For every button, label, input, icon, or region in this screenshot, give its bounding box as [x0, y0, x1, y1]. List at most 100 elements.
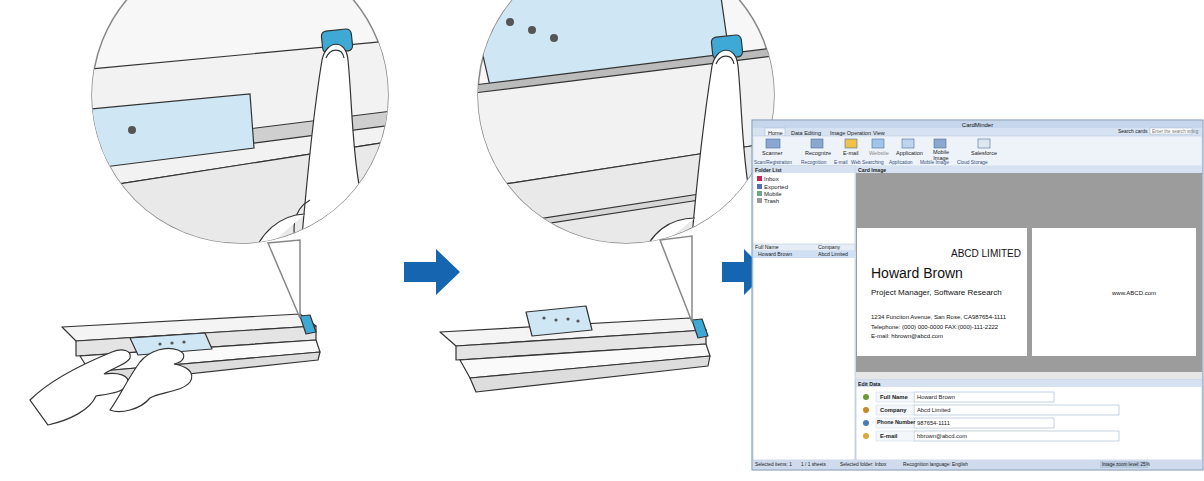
scanner-2-part [526, 306, 592, 336]
app-window-chrome-part [757, 176, 762, 203]
app-window: CardMinderABCD LIMITED Howard BrownProjec… [752, 120, 1203, 470]
zoom-callout-2-part-part [640, 218, 695, 262]
ui-label: View [873, 130, 885, 136]
zoom-callout-2-part-part [716, 56, 734, 64]
ui-label: Recognition language: English [903, 462, 968, 467]
zoom-callout-1-part-part [294, 200, 310, 262]
window-title: CardMinder [752, 122, 1203, 129]
app-window-chrome-part-part [876, 392, 914, 402]
zoom-callout-2-part-part [506, 18, 514, 26]
ui-label: Phone Number [877, 420, 915, 426]
zoom-callout-1-part [268, 240, 300, 318]
ui-label: Cloud Storage [957, 160, 988, 165]
app-window-chrome-part [753, 244, 855, 251]
ui-label: Folder List [755, 168, 782, 174]
ui-label: Web Searching [851, 160, 884, 165]
app-window-chrome-part [856, 372, 1202, 379]
scanner-1-part [182, 340, 185, 343]
scanner-2-part [576, 319, 579, 322]
app-window-chrome-part-part [863, 433, 869, 439]
ui-label: Mobile [764, 191, 782, 198]
app-window-chrome-part-part [757, 198, 762, 203]
ui-label: Exported [764, 184, 788, 191]
business-card: www.ABCD.com [1032, 228, 1196, 356]
ui-label: Inbox [764, 176, 779, 183]
ui-label: Recognize [805, 150, 831, 156]
ui-label: Abcd Limited [818, 252, 848, 258]
scanner-1-part [300, 315, 316, 334]
app-window-chrome-part-part [811, 139, 823, 148]
app-window-chrome-part [753, 128, 1202, 136]
ui-label: Mobile Image [920, 160, 949, 165]
ui-label: Website [869, 150, 889, 156]
ui-label: Home [768, 130, 783, 136]
app-window-chrome-part [753, 460, 1202, 469]
app-window-chrome-part [856, 380, 1202, 460]
app-window-chrome-part-part [914, 418, 1054, 428]
zoom-callout-1-part-part [128, 126, 136, 134]
app-window-chrome-part [856, 173, 1202, 379]
ui-label: Mobile Image [930, 149, 952, 161]
ui-label: Selected folder: Inbox [840, 462, 886, 467]
app-window-chrome-part-part [914, 392, 1054, 402]
ui-label: Salesforce [971, 150, 997, 156]
ui-label: Data Editing [791, 130, 821, 136]
ui-label: Full Name [755, 245, 779, 251]
flow-arrow [404, 249, 460, 295]
app-window-chrome-part-part [914, 431, 1119, 441]
zoom-callout-1 [80, 0, 400, 318]
ui-label: Selected items: 1 [755, 462, 792, 467]
zoom-callout-2-part-part [466, 180, 790, 236]
ui-label: Enter the search string [1152, 129, 1198, 134]
app-window-chrome-part [766, 139, 990, 148]
card-text: Telephone: (000) 000-0000 FAX:(000)-111-… [871, 324, 998, 331]
app-window-chrome-part [753, 251, 855, 258]
card-text: E-mail: hbrown@abcd.com [871, 333, 943, 340]
scanner-1-part [158, 342, 161, 345]
scanner-2-part [566, 317, 569, 320]
ui-label: Company [880, 407, 906, 413]
scanner-2-part [470, 356, 710, 392]
app-window-chrome-part [753, 121, 1202, 128]
card-text: Project Manager, Software Research [871, 289, 1002, 298]
zoom-callout-2-part-part [528, 26, 536, 34]
app-window-chrome-part-part [766, 139, 780, 148]
scanner-2-part [554, 318, 557, 321]
zoom-callout-1-part-part [326, 50, 344, 58]
card-text: ABCD LIMITED [951, 248, 1021, 259]
ui-label: E-mail [843, 150, 859, 156]
card-text: 1234 Funciton Avenue, San Rose, CA987654… [871, 314, 1006, 321]
app-window-chrome-part-part [914, 405, 1119, 415]
zoom-callout-2-part [466, 0, 790, 262]
ui-label: Card Image [858, 168, 886, 174]
app-window-chrome-part-part [757, 184, 762, 189]
app-window-chrome-part [752, 120, 1203, 470]
ui-label: Abcd Limited [917, 407, 951, 413]
app-window-chrome-part [914, 392, 1119, 441]
card-text: Howard Brown [871, 266, 963, 281]
ui-label: Image zoom level: 25% [1102, 462, 1150, 467]
app-window-chrome-part-part [872, 139, 884, 148]
app-window-chrome-part-part [863, 420, 869, 426]
app-window-chrome-part-part [902, 139, 914, 148]
app-window-chrome-part-part [863, 407, 869, 413]
ui-label: E-mail [880, 433, 897, 439]
scanner-2 [440, 306, 710, 392]
scanner-2-part [692, 319, 708, 338]
app-window-chrome-part [863, 394, 869, 439]
app-window-chrome-part-part [934, 139, 946, 148]
ui-label: 987654-1111 [917, 420, 950, 426]
app-window-chrome-part [876, 392, 914, 441]
app-window-chrome-part-part [876, 405, 914, 415]
ui-label: Company [818, 245, 840, 251]
ui-label: Trash [764, 198, 779, 205]
app-window-chrome-part-part [876, 431, 914, 441]
app-window-chrome-part-part [757, 176, 762, 181]
app-window-chrome-part [753, 166, 855, 460]
ui-label: Scan/Registration [754, 160, 792, 165]
card-text: www.ABCD.com [1112, 290, 1156, 297]
ui-label: hbrown@abcd.com [917, 433, 967, 439]
app-window-chrome-part [856, 166, 1202, 173]
app-window-chrome-part-part [978, 139, 990, 148]
hands [30, 349, 192, 426]
